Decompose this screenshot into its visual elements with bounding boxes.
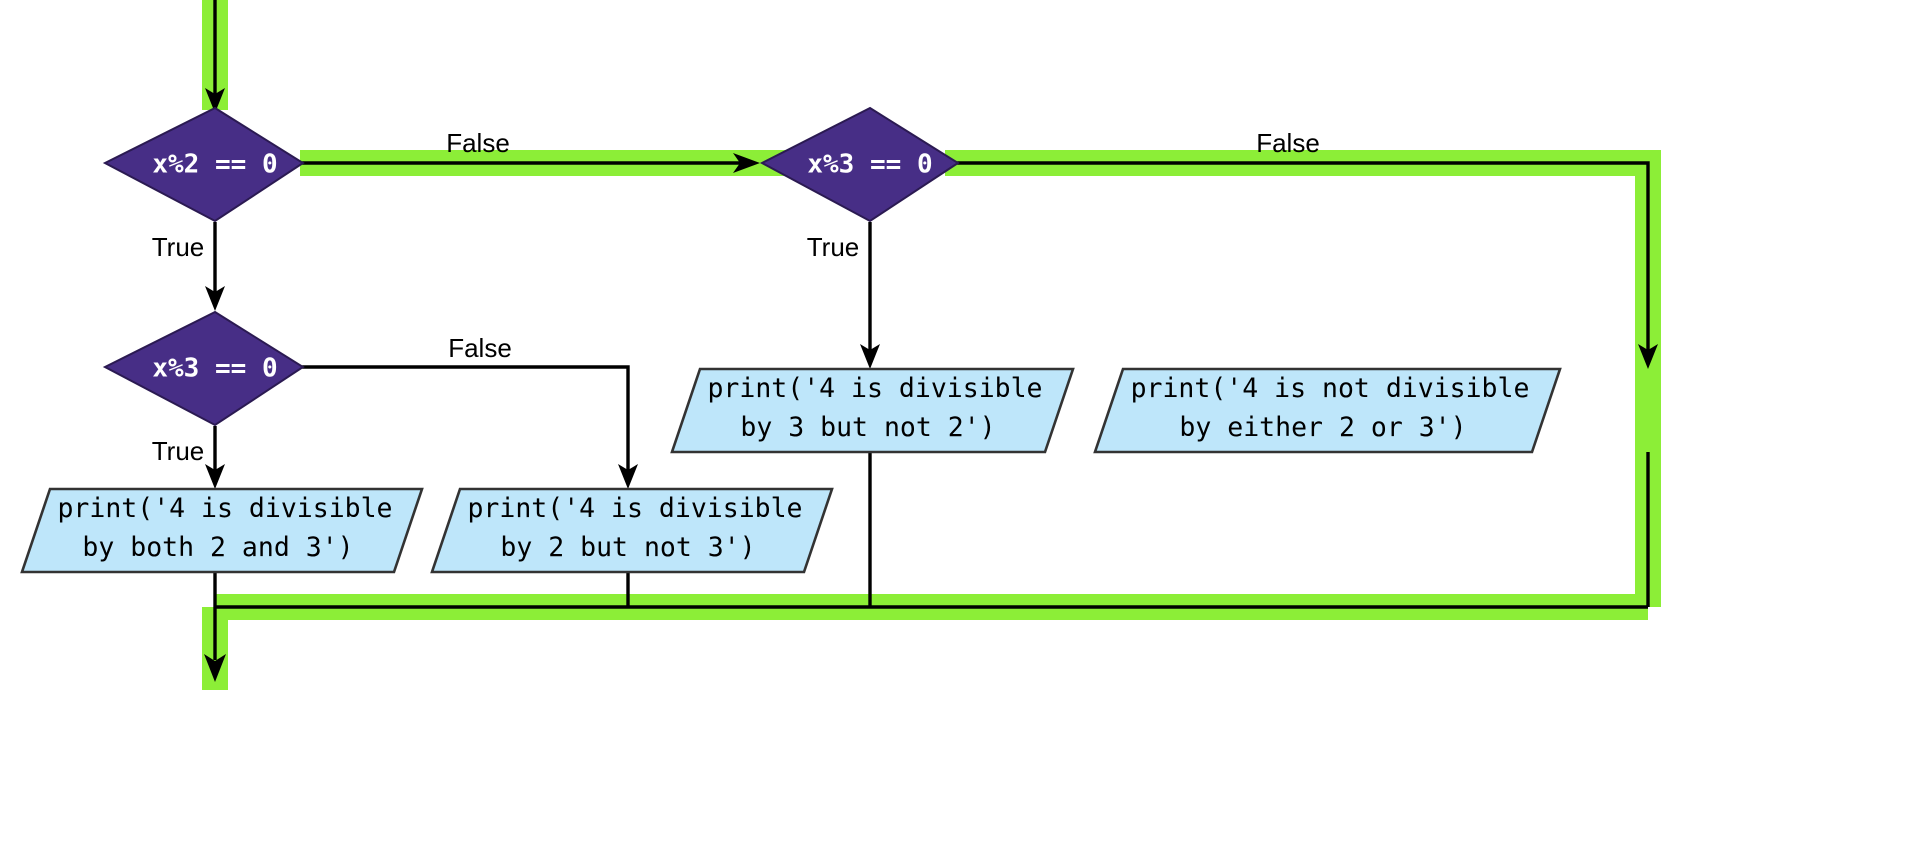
edge-d3-false [302,365,630,472]
edge-label-d2-true: True [807,232,860,262]
highlight-path-group [202,0,1661,690]
decision-1-label: x%2 == 0 [152,150,277,180]
edge-d1-true-arrowhead [205,286,225,311]
io-three-only-shape[interactable] [670,367,1075,454]
io-two-only-shape[interactable] [430,487,834,574]
node-decision-2[interactable]: x%3 == 0 [759,106,960,223]
edge-d2-false [947,161,1650,352]
node-io-neither[interactable]: print('4 is not divisible by either 2 or… [1093,367,1562,454]
decision-2-shape[interactable] [759,106,960,223]
node-io-two-only[interactable]: print('4 is divisible by 2 but not 3') [430,487,834,574]
io-three-only-line2: by 3 but not 2') [740,412,995,443]
node-decision-3[interactable]: x%3 == 0 [102,310,305,427]
edge-label-d3-false: False [448,333,512,363]
edge-exit-arrowhead [204,654,226,682]
io-three-only-line1: print('4 is divisible [707,373,1042,404]
edge-d3-false-arrowhead [618,464,638,489]
io-both-shape[interactable] [20,487,424,574]
edge-d1-false-arrowhead [733,153,760,173]
node-io-both[interactable]: print('4 is divisible by both 2 and 3') [20,487,424,574]
decision-3-shape[interactable] [102,310,305,427]
decision-3-label: x%3 == 0 [152,354,277,384]
edge-d3-true-arrowhead [205,464,225,489]
edge-label-d3-true: True [152,436,205,466]
edge-label-d1-true: True [152,232,205,262]
edge-label-d1-false: False [446,128,510,158]
io-two-only-line2: by 2 but not 3') [500,532,755,563]
edge-entry-arrowhead [205,88,225,113]
edge-d2-true-arrowhead [860,344,880,369]
decision-2-label: x%3 == 0 [807,150,932,180]
io-neither-line2: by either 2 or 3') [1179,412,1466,443]
io-two-only-line1: print('4 is divisible [467,493,802,524]
edge-d2-false-arrowhead [1638,344,1658,369]
edges-group: decision2 --> decision3 --> right then d… [204,0,1658,682]
io-neither-line1: print('4 is not divisible [1131,373,1530,404]
node-io-three-only[interactable]: print('4 is divisible by 3 but not 2') [670,367,1075,454]
io-both-line2: by both 2 and 3') [82,532,353,563]
node-decision-1[interactable]: x%2 == 0 [102,106,305,223]
edge-labels-group: False True False True False True [152,128,1320,466]
decision-1-shape[interactable] [102,106,305,223]
io-neither-shape[interactable] [1093,367,1562,454]
edge-label-d2-false: False [1256,128,1320,158]
io-both-line1: print('4 is divisible [57,493,392,524]
